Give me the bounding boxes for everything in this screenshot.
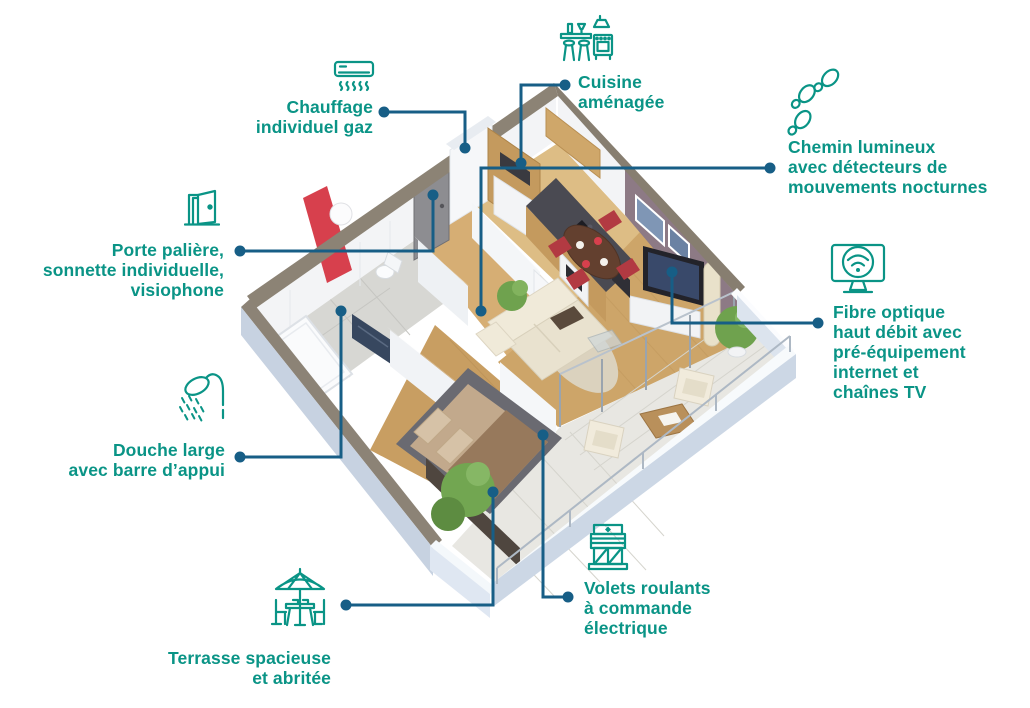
connector-entrance: [234, 189, 439, 257]
callout-heating-line: Chauffage: [286, 97, 373, 117]
connector-terrace: [340, 486, 499, 611]
callout-heating: Chauffage individuel gaz: [256, 97, 373, 137]
connector-shutters: [537, 429, 574, 603]
bathroom: [264, 251, 403, 404]
dining-chairs: [548, 210, 640, 290]
toilet: [375, 265, 395, 279]
wall-northeast: [554, 83, 745, 347]
callout-entrance: Porte palière, sonnette individuelle, vi…: [43, 240, 224, 300]
callout-fiber-line: haut débit avec: [833, 322, 962, 342]
dining-table: [563, 224, 621, 280]
footsteps-icon: [786, 64, 852, 138]
heater-icon: [333, 60, 375, 96]
callout-shower-line: avec barre d’appui: [68, 460, 225, 480]
callout-kitchen: Cuisine aménagée: [578, 72, 664, 112]
callout-fiber-line: chaînes TV: [833, 382, 927, 402]
callout-terrace-line: Terrasse spacieuse: [168, 648, 331, 668]
door-icon: [184, 188, 220, 230]
callout-nightpath-line: Chemin lumineux: [788, 137, 936, 157]
sofa: [475, 277, 613, 381]
callout-heating-line: individuel gaz: [255, 117, 373, 137]
callout-entrance-line: Porte palière,: [111, 240, 224, 260]
callout-kitchen-line: aménagée: [578, 92, 665, 112]
callout-shower: Douche large avec barre d’appui: [69, 440, 225, 480]
callout-shower-line: Douche large: [112, 440, 225, 460]
kitchen-icon: [556, 12, 616, 68]
connector-nightpath: [475, 162, 776, 317]
living-room: [475, 210, 640, 393]
glass-railing: [496, 335, 791, 584]
outer-walls: [241, 288, 796, 618]
wall-lamp: [329, 202, 353, 226]
roller-shutter-icon: [584, 522, 632, 574]
callout-shutters-line: électrique: [584, 618, 668, 638]
callout-shutters-line: à commande: [584, 598, 692, 618]
callout-entrance-line: sonnette individuelle,: [42, 260, 224, 280]
laundry-unit: [352, 314, 394, 366]
shower-icon: [172, 370, 230, 426]
pillow-2: [435, 427, 475, 465]
callout-nightpath: Chemin lumineux avec détecteurs de mouve…: [788, 137, 987, 197]
tv-cabinet: [629, 295, 701, 339]
connector-heating: [378, 106, 471, 154]
terrace-furniture: [583, 306, 759, 459]
callout-nightpath-line: mouvements nocturnes: [788, 177, 988, 197]
red-accent-stripe: [303, 186, 352, 283]
callout-entrance-line: visiophone: [130, 280, 224, 300]
parasol-icon: [266, 566, 334, 632]
callout-shutters-line: Volets roulants: [584, 578, 711, 598]
callout-nightpath-line: avec détecteurs de: [788, 157, 948, 177]
connector-shower: [234, 305, 347, 463]
tv-wifi-icon: [830, 240, 886, 298]
wall-picture: [635, 193, 665, 248]
connector-fiber: [666, 266, 824, 329]
callout-shutters: Volets roulants à commande électrique: [584, 578, 711, 638]
callout-fiber: Fibre optique haut débit avec pré-équipe…: [833, 302, 966, 402]
callout-fiber-line: internet et: [833, 362, 919, 382]
callout-fiber-line: pré-équipement: [833, 342, 966, 362]
callout-kitchen-line: Cuisine: [578, 72, 642, 92]
desk: [550, 306, 584, 330]
callout-terrace: Terrasse spacieuse et abritée: [168, 648, 331, 688]
terrace-planter: [426, 458, 520, 568]
pillow: [413, 407, 453, 445]
callout-fiber-line: Fibre optique: [833, 302, 946, 322]
callout-terrace-line: et abritée: [252, 668, 331, 688]
connector-kitchen: [515, 79, 571, 169]
